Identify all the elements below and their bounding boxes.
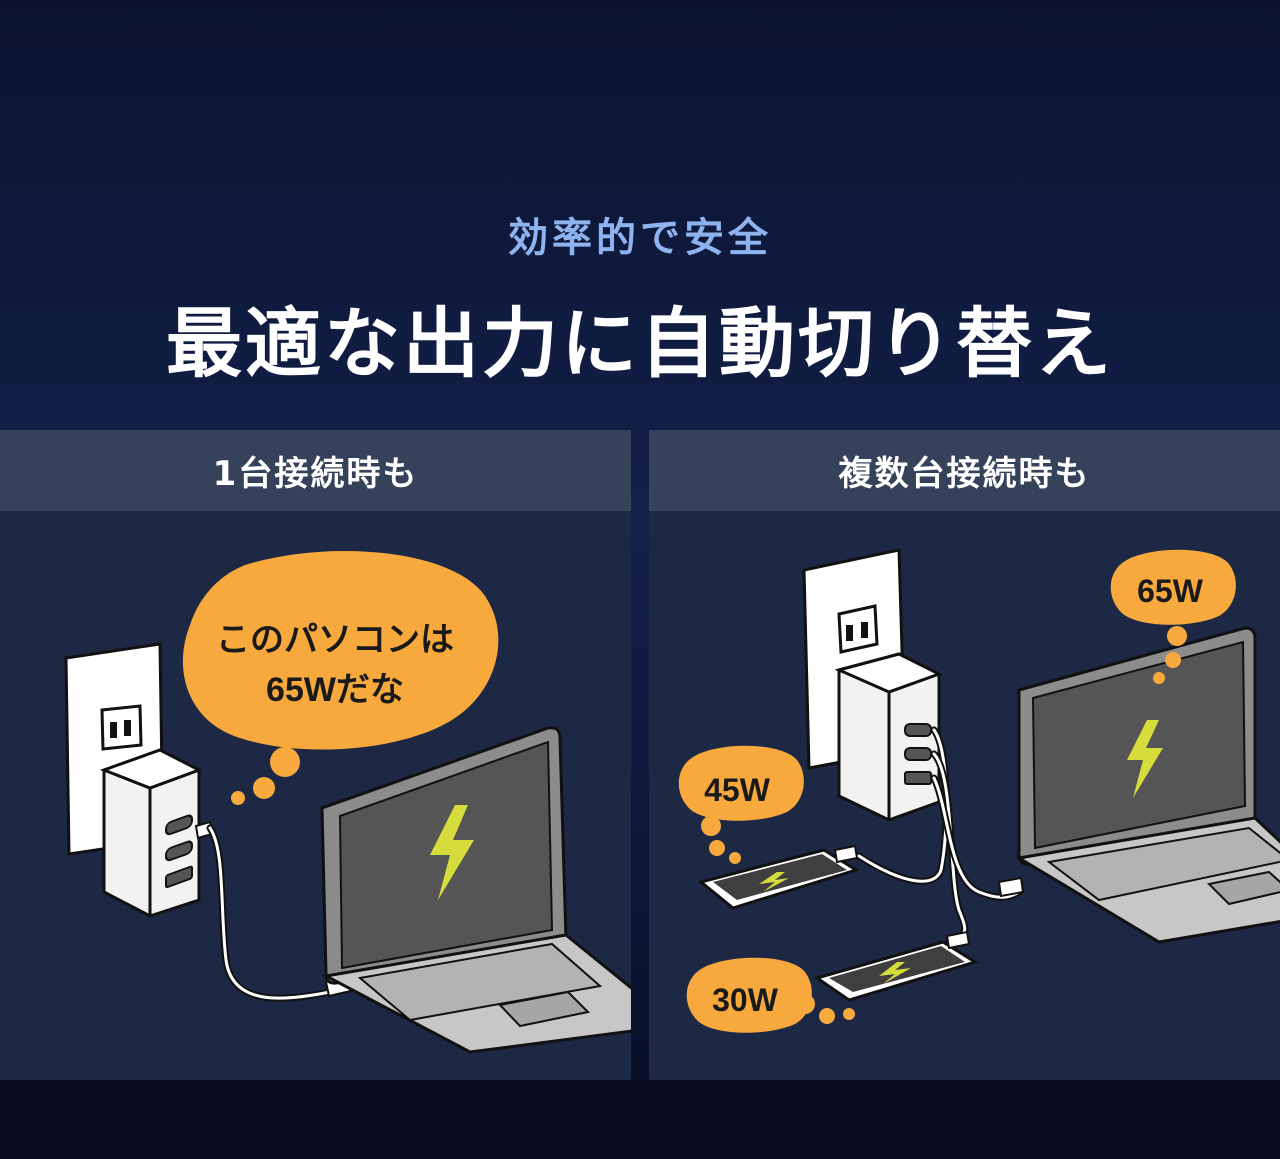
lightning-bolt-icon [1127,720,1163,798]
multi-device-illustration [678,548,1280,1033]
bottom-band [0,1080,1280,1159]
laptop-icon [320,726,631,1054]
multi-device-panel: 複数台接続時も [649,430,1280,1080]
speech-bubble-text: このパソコンは 65Wだな [190,615,480,715]
smartphone-icon [697,844,860,910]
charger-icon [99,748,203,918]
single-device-panel: 1台接続時も [0,430,631,1080]
lightning-bolt-icon [430,805,474,900]
watt-label-30: 30W [712,982,778,1018]
watt-label-65: 65W [1137,573,1203,609]
watt-label-45: 45W [704,772,770,808]
watt-bubble-45 [678,745,804,864]
speech-line-1: このパソコンは [216,621,454,659]
subtitle: 効率的で安全 [508,215,772,261]
charger-icon [834,652,943,822]
panel-title-single: 1台接続時も [0,430,631,511]
single-device-illustration [64,550,631,1054]
smartphone-icon [813,930,979,1002]
speech-bubble [182,550,499,805]
watt-bubble-30 [686,957,855,1033]
speech-line-2: 65Wだな [266,671,404,709]
panel-title-multi: 複数台接続時も [649,430,1280,511]
watt-bubble-65 [1110,549,1236,684]
headline: 最適な出力に自動切り替え [166,299,1114,388]
